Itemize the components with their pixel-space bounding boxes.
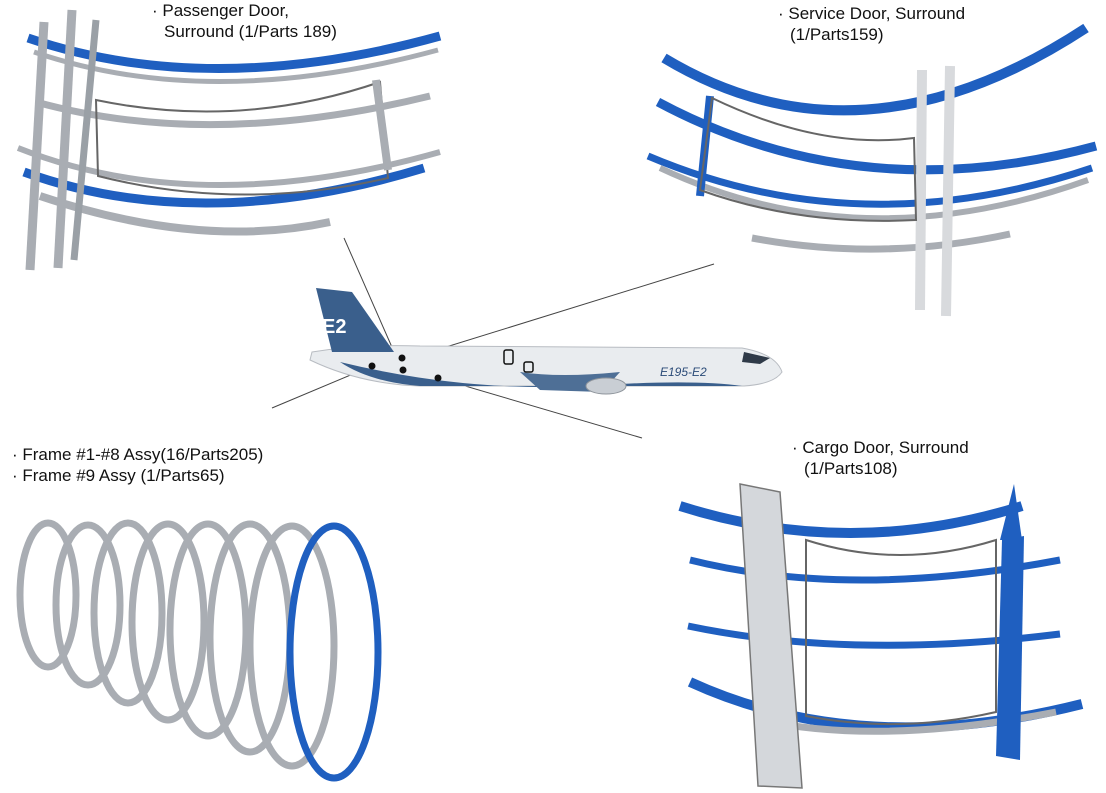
passenger-door-structure bbox=[16, 9, 442, 271]
frame-4 bbox=[128, 520, 208, 724]
passenger-door-marker bbox=[503, 349, 514, 365]
cockpit-window bbox=[742, 352, 770, 364]
cargo-door-structure bbox=[678, 483, 1084, 789]
frame-assemblies bbox=[16, 519, 382, 782]
frames-label: · Frame #1-#8 Assy(16/Parts205) · Frame … bbox=[12, 444, 263, 486]
aircraft-illustration: E2 E195-E2 bbox=[309, 288, 783, 395]
service-door-structure bbox=[646, 23, 1098, 317]
attach-point-4 bbox=[434, 374, 442, 382]
cargo-door-label-line1: · Cargo Door, Surround bbox=[792, 438, 969, 457]
leader-line-service bbox=[403, 263, 715, 361]
frame-2 bbox=[52, 521, 124, 689]
tail-fin bbox=[316, 288, 394, 352]
cargo-door-label: · Cargo Door, Surround (1/Parts108) bbox=[792, 437, 969, 479]
frames-label-line1: · Frame #1-#8 Assy(16/Parts205) bbox=[12, 445, 264, 464]
leader-line-cargo bbox=[437, 377, 643, 439]
frame-5 bbox=[166, 520, 250, 740]
service-door-marker bbox=[523, 361, 534, 373]
frame-1 bbox=[16, 519, 80, 671]
model-marking: E195-E2 bbox=[660, 365, 707, 379]
attach-point-1 bbox=[398, 354, 406, 362]
passenger-door-label-line1: · Passenger Door, bbox=[152, 1, 290, 20]
passenger-door-label-line2: Surround (1/Parts 189) bbox=[164, 22, 337, 41]
cargo-door-label-line2: (1/Parts108) bbox=[804, 459, 898, 478]
attach-point-3 bbox=[399, 366, 407, 374]
attach-point-2 bbox=[368, 362, 376, 370]
service-door-label-line2: (1/Parts159) bbox=[790, 25, 884, 44]
frame-8 bbox=[286, 522, 382, 782]
tail-logo: E2 bbox=[322, 316, 346, 338]
frame-7 bbox=[246, 522, 338, 770]
frames-label-line2: · Frame #9 Assy (1/Parts65) bbox=[12, 466, 225, 485]
service-door-label: · Service Door, Surround (1/Parts159) bbox=[778, 3, 965, 45]
service-door-label-line1: · Service Door, Surround bbox=[778, 4, 966, 23]
passenger-door-label: · Passenger Door, Surround (1/Parts 189) bbox=[152, 0, 337, 42]
frame-3 bbox=[90, 519, 166, 707]
